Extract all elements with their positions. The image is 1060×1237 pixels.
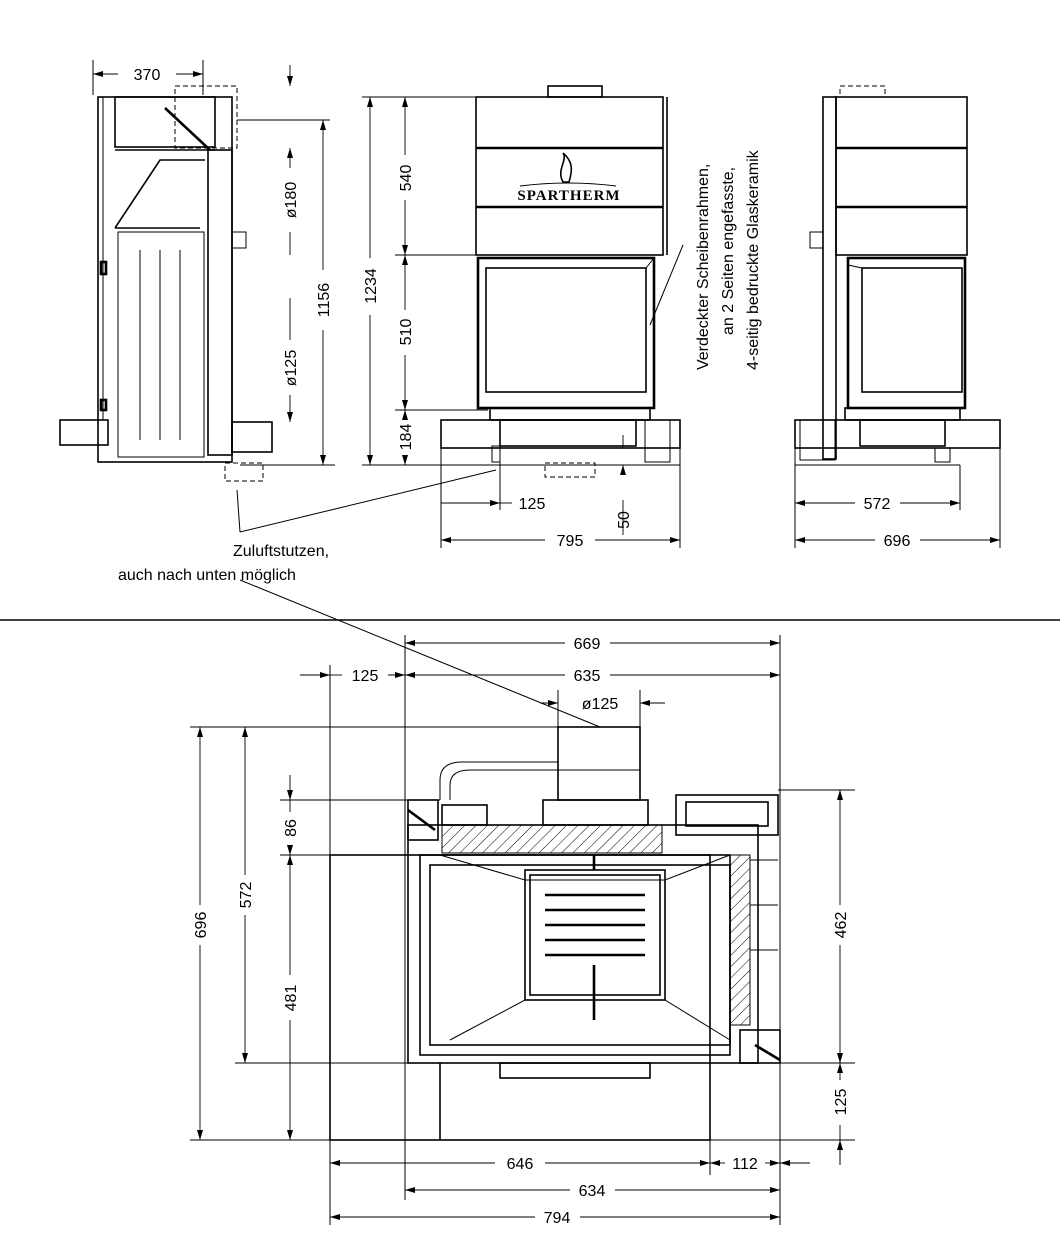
grate-bars xyxy=(545,893,645,957)
glass-note-line-1: Verdeckter Scheibenrahmen, xyxy=(695,164,712,370)
dim-646: 646 xyxy=(507,1156,534,1173)
dim-572-right: 572 xyxy=(864,496,891,513)
dim-112: 112 xyxy=(732,1156,758,1173)
dim-794: 794 xyxy=(544,1210,571,1227)
dim-635: 635 xyxy=(574,668,601,685)
dim-462: 462 xyxy=(833,912,850,939)
side-view-dimensions: 370 ø180 ø125 1156 xyxy=(92,60,335,466)
dim-540: 540 xyxy=(398,165,415,192)
glass-note-line-3: 4-seitig bedruckte Glaskeramik xyxy=(745,149,762,370)
right-view-dimensions: 572 696 xyxy=(794,448,1001,550)
dim-125-front: 125 xyxy=(519,496,546,513)
dim-50: 50 xyxy=(616,511,633,529)
dim-370: 370 xyxy=(134,67,161,84)
dim-510: 510 xyxy=(398,319,415,346)
dim-795: 795 xyxy=(557,533,584,550)
dim-184: 184 xyxy=(398,424,415,451)
air-note-line-1: Zuluftstutzen, xyxy=(233,543,329,560)
front-view: SPARTHERM xyxy=(440,85,681,478)
brand-logo: SPARTHERM xyxy=(517,188,620,204)
plan-view xyxy=(329,726,781,1141)
dim-1234: 1234 xyxy=(363,268,380,304)
dim-125-plan-top: 125 xyxy=(352,668,379,685)
dim-696-right: 696 xyxy=(884,533,911,550)
dim-flue-diameter-plan: ø125 xyxy=(582,696,619,713)
dim-634: 634 xyxy=(579,1183,606,1200)
dim-481: 481 xyxy=(283,985,300,1012)
glass-note-line-2: an 2 Seiten engefasste, xyxy=(720,167,737,335)
air-inlet-note: Zuluftstutzen, auch nach unten möglich xyxy=(118,469,601,728)
side-view xyxy=(59,85,273,482)
dim-572-plan: 572 xyxy=(238,882,255,909)
dim-flue-diameter: ø180 xyxy=(283,182,300,219)
right-view xyxy=(794,85,1001,466)
plan-view-dimensions: 669 125 635 ø125 696 572 86 481 xyxy=(190,635,855,1227)
dim-125-plan-right: 125 xyxy=(833,1089,850,1116)
dim-1156: 1156 xyxy=(316,283,333,318)
dim-air-diameter: ø125 xyxy=(283,350,300,387)
dim-696-plan: 696 xyxy=(193,912,210,939)
dim-86: 86 xyxy=(283,819,300,837)
dim-669: 669 xyxy=(574,636,601,653)
front-view-dimensions: 1234 540 510 184 125 50 795 xyxy=(362,96,681,550)
glass-note: Verdeckter Scheibenrahmen, an 2 Seiten e… xyxy=(649,149,762,370)
air-note-line-2: auch nach unten möglich xyxy=(118,567,296,584)
